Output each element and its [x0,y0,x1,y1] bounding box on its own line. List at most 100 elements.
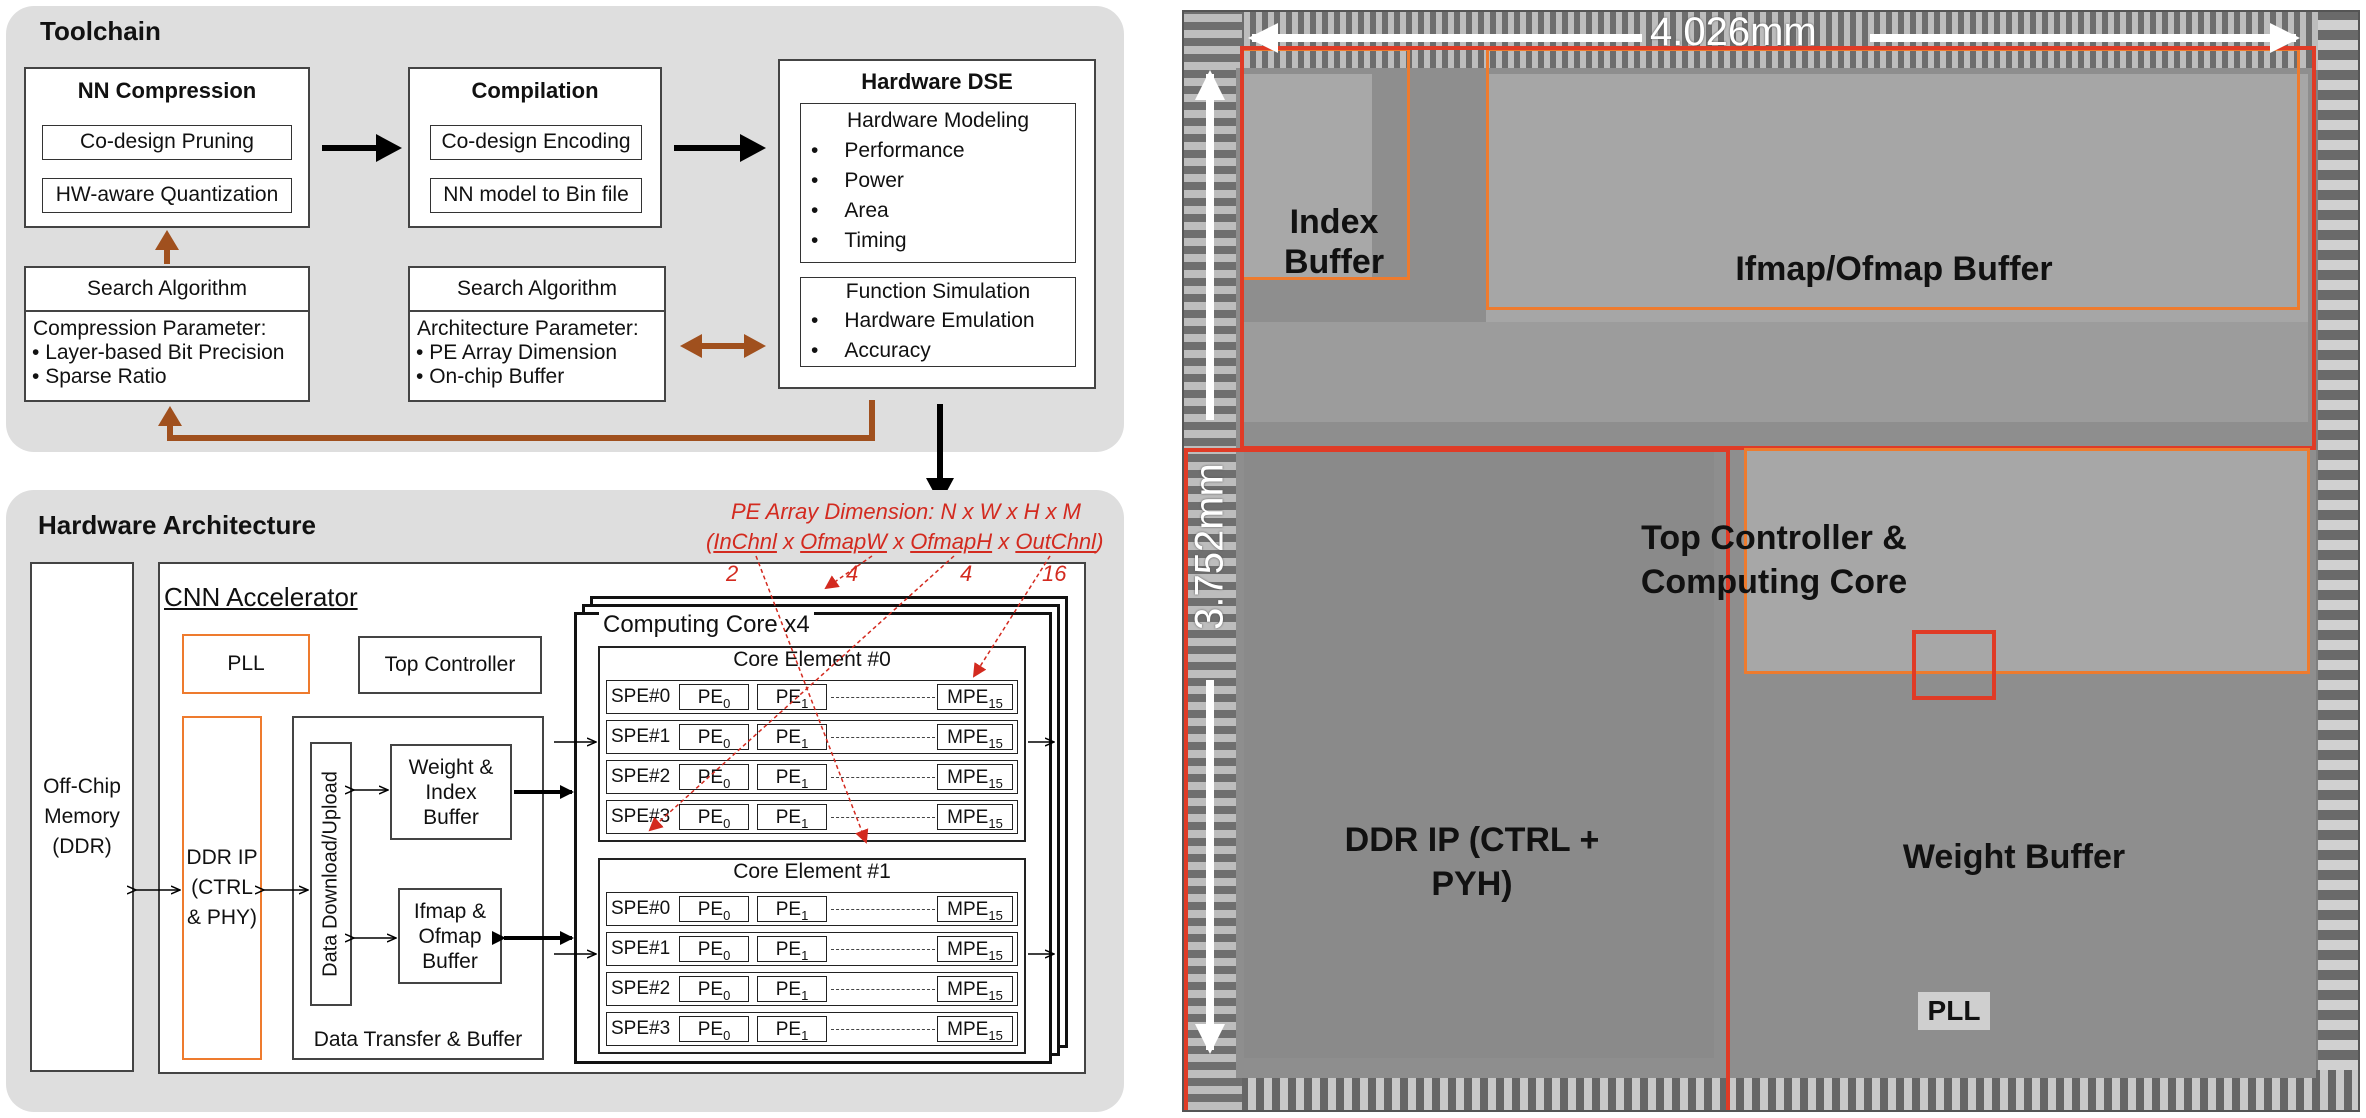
annotation-line-ofmapw [824,555,873,590]
nn-compression-box: NN Compression Co-design Pruning HW-awar… [24,67,310,228]
pe-1-cell-index: 1 [801,735,809,751]
pe-1-cell-index: 1 [801,775,809,791]
bullet: • [811,199,819,222]
search-algorithm-1-title: Search Algorithm [87,277,247,300]
hw-arch-arrows [0,555,1130,1118]
pe-1-cell: PE1 [757,936,827,963]
mpe-15-cell-index: 15 [988,907,1003,923]
mpe-15-cell-base: MPE [947,727,989,748]
pe-0-cell-base: PE [697,767,724,788]
weight-buffer-area [1744,448,2310,674]
search-algorithm-2-title: Search Algorithm [457,277,617,300]
weight-index-buffer: Weight & Index Buffer [390,744,512,840]
mpe-15-cell-base: MPE [947,939,989,960]
data-transfer-label: Data Transfer & Buffer [313,1028,523,1051]
value-inchnl: 2 [726,561,739,586]
annotation-line-inchnl [755,555,869,844]
param-item: • Layer-based Bit Precision [32,341,308,365]
ofmapw: OfmapW [800,529,887,554]
bullet: • [32,365,40,388]
mpe-15-cell: MPE15 [937,1016,1013,1043]
pe-ellipsis [831,697,935,698]
times: x [886,529,911,554]
modeling-item: •Power [811,166,1075,196]
pe-1-cell-base: PE [775,727,802,748]
bullet: • [811,339,819,362]
pe-array-dimension-label: PE Array Dimension: N x W x H x M [731,499,1082,524]
pe-ellipsis [831,989,935,990]
pe-0-cell-index: 0 [723,907,731,923]
function-simulation-box: Function Simulation •Hardware Emulation … [800,277,1076,367]
pe-0-cell-index: 0 [723,775,731,791]
arrow-compilation-to-dse [674,134,766,162]
offchip-memory-label: Off-Chip Memory (DDR) [43,775,121,858]
bullet: • [811,139,819,162]
pe-1-cell-base: PE [775,979,802,1000]
pe-1-cell: PE1 [757,724,827,751]
pe-0-cell: PE0 [679,684,749,711]
top-controller-label: Top Controller & Computing Core [1640,519,1908,601]
mpe-15-cell: MPE15 [937,896,1013,923]
pe-0-cell-index: 0 [723,815,731,831]
compression-parameter-box: Compression Parameter: • Layer-based Bit… [24,310,310,402]
pe-0-cell-index: 0 [723,947,731,963]
weight-buffer-label: Weight Buffer [1902,838,2126,876]
computing-core-title: Computing Core x4 [599,611,814,639]
pe-0-cell-index: 0 [723,1027,731,1043]
mpe-15-cell-base: MPE [947,767,989,788]
compilation-box: Compilation Co-design Encoding NN model … [408,67,662,228]
arrow-compression-to-compilation [322,134,402,162]
hardware-modeling-box: Hardware Modeling •Performance •Power •A… [800,103,1076,263]
sparse-ratio: Sparse Ratio [45,365,167,388]
value-outchnl: 16 [1042,561,1067,586]
spe-label: SPE#2 [611,766,671,787]
weight-index-buffer-label: Weight & Index Buffer [408,755,494,829]
arrow-search2-dse-bidir [680,334,766,358]
pe-1-cell: PE1 [757,684,827,711]
mpe-15-cell-index: 15 [988,735,1003,751]
spe-label: SPE#0 [611,898,671,919]
pe-1-cell-base: PE [775,899,802,920]
hw-arch-title: Hardware Architecture [38,510,316,540]
pe-0-cell: PE0 [679,724,749,751]
pe-ellipsis [831,817,935,818]
mpe-15-cell-index: 15 [988,775,1003,791]
mpe-15-cell: MPE15 [937,764,1013,791]
pll-label: PLL [227,652,265,675]
mpe-15-cell-index: 15 [988,815,1003,831]
top-controller-label: Top Controller [384,653,516,676]
pe-1-cell: PE1 [757,804,827,831]
spe-label: SPE#0 [611,686,671,707]
pe-0-cell-base: PE [697,939,724,960]
codesign-pruning: Co-design Pruning [42,125,292,160]
annotation-line-outchnl [972,555,1051,678]
index-buffer-area [1242,74,1372,278]
param-item: • On-chip Buffer [416,365,664,389]
bullet: • [811,309,819,332]
layer-based-bit-precision: Layer-based Bit Precision [45,341,285,364]
pe-0-cell-index: 0 [723,735,731,751]
top-controller-area [1242,322,2308,422]
pe-0-cell: PE0 [679,976,749,1003]
pe-array-dimension-formula: (InChnl x OfmapW x OfmapH x OutChnl) [706,529,1103,555]
value-ofmaph: 4 [960,561,973,586]
mpe-15-cell-base: MPE [947,1019,989,1040]
modeling-item: •Performance [811,136,1075,166]
pe-1-cell: PE1 [757,764,827,791]
mpe-15-cell-index: 15 [988,695,1003,711]
pe-ellipsis [831,737,935,738]
pe-1-cell: PE1 [757,1016,827,1043]
pe-0-cell-base: PE [697,1019,724,1040]
pe-0-cell: PE0 [679,764,749,791]
paren-open: ( [706,529,714,554]
accuracy: Accuracy [844,339,931,362]
die-photo: Index Buffer Ifmap/Ofmap Buffer Top Cont… [1182,10,2360,1112]
modeling-item: •Timing [811,226,1075,256]
bullet: • [416,341,424,364]
compilation-title: Compilation [471,78,599,103]
search-algorithm-1-header: Search Algorithm [24,266,310,312]
